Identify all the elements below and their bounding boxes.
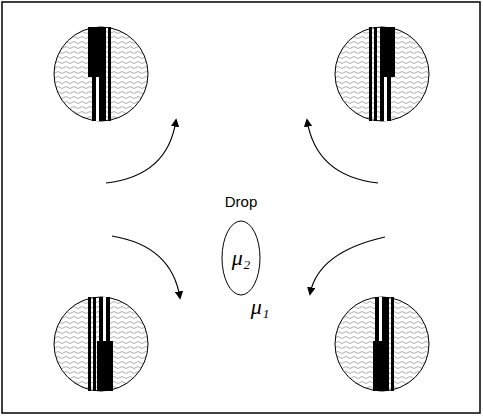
- viscosity-symbol: μ₂: [232, 245, 251, 271]
- roller-top-right: [335, 27, 429, 121]
- outer-viscosity-label: μ₁: [251, 294, 270, 320]
- drop-ellipse: Dropμ₂: [221, 220, 261, 296]
- roller-bottom-left: [54, 297, 148, 391]
- frame: [2, 2, 480, 413]
- roller-top-left: [54, 27, 148, 121]
- drop-heading: Drop: [225, 193, 258, 210]
- roller-bottom-right: [335, 297, 429, 391]
- flow-arrows: [106, 120, 385, 298]
